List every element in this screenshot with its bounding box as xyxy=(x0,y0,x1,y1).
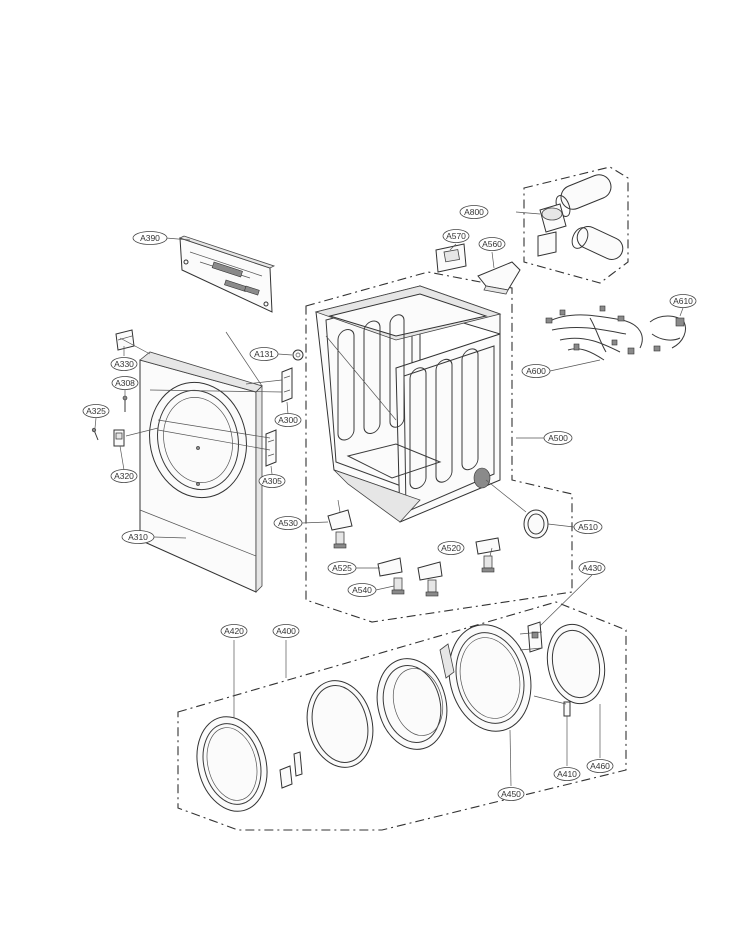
door-switch-a320 xyxy=(113,429,125,447)
door-latch-a410 xyxy=(563,701,571,717)
label-a420: A420 xyxy=(220,624,248,638)
label-a300: A300 xyxy=(274,413,302,427)
leader-lines xyxy=(94,211,684,787)
door-inner-ring-a460 xyxy=(546,623,606,705)
bracket-a570 xyxy=(435,243,467,273)
label-a530: A530 xyxy=(273,516,303,530)
label-a325: A325 xyxy=(82,404,110,418)
door-outer-rim-a420 xyxy=(196,716,268,812)
label-a410: A410 xyxy=(553,767,581,781)
leveling-foot-a530 xyxy=(333,531,347,549)
label-a600: A600 xyxy=(521,364,551,378)
svg-text:A325: A325 xyxy=(86,406,106,416)
svg-text:A305: A305 xyxy=(262,476,282,486)
svg-text:A300: A300 xyxy=(278,415,298,425)
front-guide-lines xyxy=(119,331,283,451)
hinge-a305 xyxy=(265,429,277,467)
label-a305: A305 xyxy=(258,474,286,488)
wire-harness-a610 xyxy=(649,315,686,352)
svg-text:A500: A500 xyxy=(548,433,568,443)
label-a310: A310 xyxy=(121,530,155,544)
wire-harness-a600 xyxy=(545,305,643,361)
svg-text:A570: A570 xyxy=(446,231,466,241)
cabinet-group-outline xyxy=(305,271,573,623)
svg-text:A410: A410 xyxy=(557,769,577,779)
cabinet xyxy=(314,285,502,523)
svg-text:A450: A450 xyxy=(501,789,521,799)
duct-piece-a560 xyxy=(477,261,521,295)
svg-text:A800: A800 xyxy=(464,207,484,217)
top-bracket-clip xyxy=(115,329,135,351)
screw-a308 xyxy=(122,395,128,412)
label-a520: A520 xyxy=(437,541,465,555)
label-a510: A510 xyxy=(573,520,603,534)
svg-text:A600: A600 xyxy=(526,366,546,376)
label-a430: A430 xyxy=(578,561,606,575)
label-a400: A400 xyxy=(272,624,300,638)
svg-text:A390: A390 xyxy=(140,233,160,243)
door-hinge-a430 xyxy=(527,621,543,653)
label-a320: A320 xyxy=(110,469,138,483)
svg-text:A308: A308 xyxy=(115,378,135,388)
svg-text:A540: A540 xyxy=(352,585,372,595)
svg-text:A330: A330 xyxy=(114,359,134,369)
svg-text:A560: A560 xyxy=(482,239,502,249)
exhaust-ring-a510 xyxy=(485,479,549,539)
svg-text:A520: A520 xyxy=(441,543,461,553)
label-a800: A800 xyxy=(459,205,489,219)
svg-text:A400: A400 xyxy=(276,626,296,636)
label-a390: A390 xyxy=(132,231,168,245)
leveling-foot-bracket-a520 xyxy=(475,537,501,555)
svg-text:A510: A510 xyxy=(578,522,598,532)
svg-text:A310: A310 xyxy=(128,532,148,542)
svg-text:A430: A430 xyxy=(582,563,602,573)
duct-group-outline xyxy=(523,166,629,284)
screw-a325 xyxy=(91,427,99,441)
svg-text:A530: A530 xyxy=(278,518,298,528)
door-group-outline xyxy=(177,601,627,831)
svg-text:A420: A420 xyxy=(224,626,244,636)
leveling-foot-a540 xyxy=(391,577,439,597)
svg-text:A460: A460 xyxy=(590,761,610,771)
label-a330: A330 xyxy=(110,357,138,371)
label-a610: A610 xyxy=(669,294,697,308)
hinge-a300 xyxy=(281,367,293,403)
door-guide-lines xyxy=(519,631,567,705)
door-handle-a400 xyxy=(279,751,303,789)
label-a560: A560 xyxy=(478,237,506,251)
front-panel xyxy=(139,351,263,593)
label-a570: A570 xyxy=(442,229,470,243)
label-a460: A460 xyxy=(586,759,614,773)
door-glass-bowl xyxy=(376,658,448,750)
door-gasket-ring xyxy=(306,680,374,768)
leveling-foot-a520 xyxy=(481,555,495,573)
door-frame-a450 xyxy=(439,624,532,732)
label-a540: A540 xyxy=(347,583,377,597)
leveling-foot-bracket-a530 xyxy=(327,499,353,531)
label-a308: A308 xyxy=(111,376,139,390)
svg-text:A610: A610 xyxy=(673,296,693,306)
label-a525: A525 xyxy=(327,561,357,575)
svg-text:A525: A525 xyxy=(332,563,352,573)
exhaust-duct-a800 xyxy=(537,174,624,260)
svg-text:A131: A131 xyxy=(254,349,274,359)
control-panel-bracket xyxy=(178,235,276,313)
label-a131: A131 xyxy=(249,347,279,361)
svg-text:A320: A320 xyxy=(114,471,134,481)
label-a500: A500 xyxy=(543,431,573,445)
label-a450: A450 xyxy=(497,787,525,801)
part-a131 xyxy=(292,349,304,361)
leveling-foot-bracket-a525 xyxy=(377,557,443,581)
